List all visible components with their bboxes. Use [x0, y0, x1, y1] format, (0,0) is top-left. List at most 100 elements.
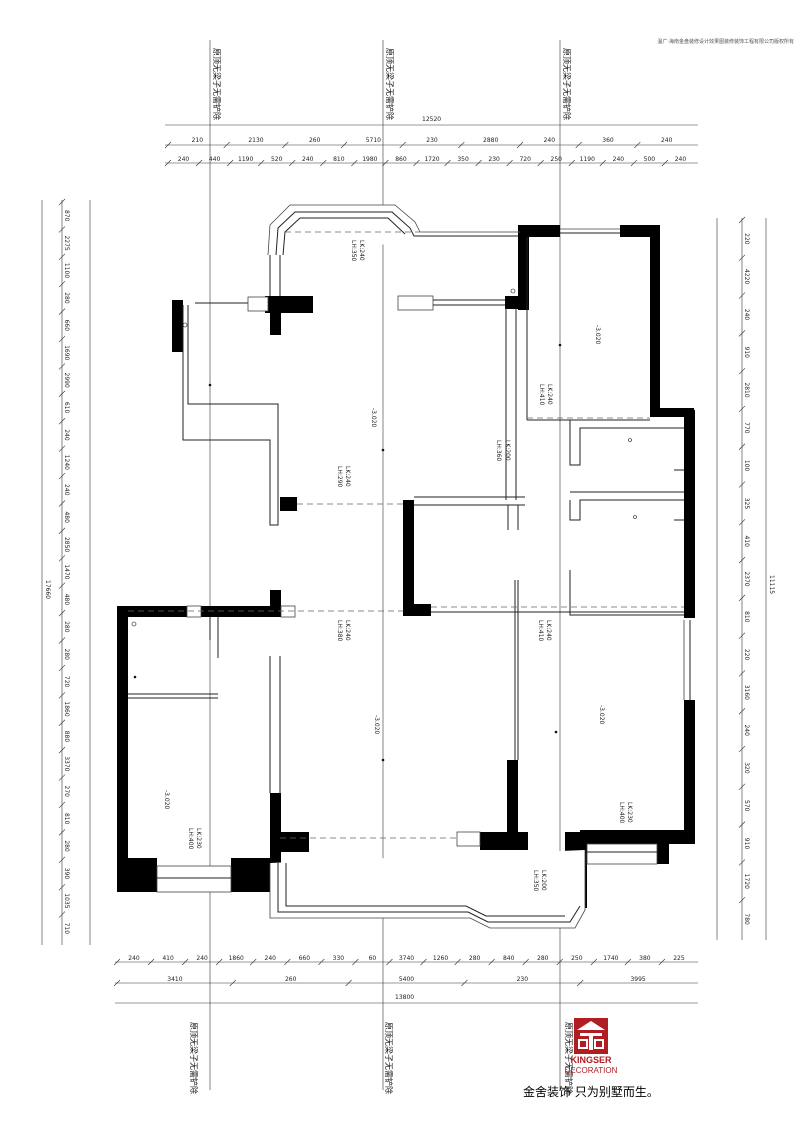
dimension-label: 3160 — [743, 685, 750, 700]
logo-text-kingser: KINGSER — [570, 1055, 612, 1065]
dimension-label: 240 — [128, 955, 140, 962]
dimension-label: 240 — [178, 156, 190, 163]
dimension-label: 810 — [743, 611, 750, 623]
dimension-tick — [58, 911, 66, 918]
dimension-tick — [58, 418, 66, 425]
interior-lines — [128, 204, 691, 929]
dimension-label: 280 — [469, 955, 481, 962]
dimension-label: 770 — [743, 422, 750, 434]
dimension-tick — [58, 555, 66, 562]
lh-right-window: LH:400 — [618, 802, 625, 824]
dimension-label: 360 — [602, 137, 614, 144]
beam-note-top-left: 原顶无梁子无需铲除 — [212, 48, 222, 120]
dimension-tick — [738, 821, 746, 828]
dimension-label: 240 — [675, 156, 687, 163]
dimension-label: 3995 — [630, 976, 645, 983]
dimension-label: 1100 — [63, 263, 70, 278]
lh-living: LH:350 — [350, 240, 357, 262]
elev-right-bedroom: -3.020 — [598, 705, 605, 725]
dimension-tick — [738, 859, 746, 866]
dimension-label: 1470 — [63, 564, 70, 579]
dimension-tick — [738, 292, 746, 299]
dimension-label: 240 — [661, 137, 673, 144]
dimension-label: 660 — [299, 955, 311, 962]
dimension-tick — [58, 746, 66, 754]
dimension-tick — [229, 979, 237, 987]
dimension-tick — [340, 141, 348, 149]
dimension-tick — [250, 958, 257, 966]
dimension-tick — [475, 159, 482, 167]
dimension-tick — [58, 774, 66, 781]
dimension-label: 3740 — [399, 955, 414, 962]
dimension-label: 240 — [544, 137, 556, 144]
dimension-label: 1980 — [362, 156, 377, 163]
dimension-tick — [658, 958, 666, 966]
lk-left-hall: LK:240 — [344, 466, 351, 487]
dimension-tick — [58, 335, 66, 343]
dimension-tick — [58, 472, 66, 480]
lk-bay: LK:200 — [540, 870, 547, 891]
dimension-label: 480 — [63, 511, 70, 523]
dimension-tick — [444, 159, 451, 167]
dimension-tick — [284, 958, 291, 966]
dimension-tick — [506, 159, 513, 167]
dimension-label: 520 — [271, 156, 283, 163]
dimension-label: 440 — [209, 156, 221, 163]
dimension-label: 260 — [309, 137, 321, 144]
brand-slogan: 金舍装饰 只为别墅而生。 — [523, 1085, 659, 1099]
dimension-label: 2850 — [63, 537, 70, 552]
dimension-label: 410 — [162, 955, 174, 962]
beam-note-lines — [209, 40, 561, 1090]
dimension-label: 810 — [333, 156, 345, 163]
dimension-tick — [58, 883, 66, 891]
beam-dashed-lines — [128, 231, 684, 839]
dimension-label: 240 — [63, 484, 70, 496]
dimension-tick — [624, 958, 632, 966]
dimension-tick — [58, 637, 66, 644]
dimension-label: 2990 — [63, 373, 70, 388]
dimension-tick — [413, 159, 420, 167]
dimension-label: 860 — [395, 156, 407, 163]
dimension-tick — [226, 159, 234, 167]
dimension-tick — [461, 979, 468, 987]
dimension-tick — [522, 958, 529, 966]
dimension-label: 910 — [743, 838, 750, 850]
beam-note-bottom-mid: 原顶无梁子无需铲除 — [384, 1022, 394, 1094]
dimension-tick — [738, 708, 746, 715]
lh-master: LH:410 — [538, 384, 545, 406]
dimension-label: 1860 — [63, 701, 70, 716]
dimension-label: 710 — [63, 923, 70, 935]
lk-dining: LK:240 — [344, 620, 351, 641]
dimension-label: 880 — [63, 731, 70, 743]
dimension-label: 250 — [571, 955, 583, 962]
elev-left-bedroom: -3.020 — [163, 790, 170, 810]
dim-right-total: 11115 — [768, 575, 775, 594]
dimension-tick — [590, 958, 598, 966]
dimension-label: 240 — [743, 309, 750, 321]
dimension-label: 660 — [63, 320, 70, 332]
dimension-label: 1690 — [63, 345, 70, 360]
dimension-label: 330 — [333, 955, 345, 962]
lk-left-bedroom: LK:230 — [195, 828, 202, 849]
dimension-tick — [58, 281, 66, 288]
dimension-tick — [738, 367, 746, 375]
beam-note-bottom-left: 原顶无梁子无需铲除 — [189, 1022, 199, 1094]
dimension-tick — [58, 253, 66, 261]
dimension-tick — [58, 198, 66, 206]
dimension-tick — [738, 330, 746, 337]
dimension-tick — [568, 159, 575, 167]
dimension-label: 3370 — [63, 756, 70, 771]
dimension-label: 570 — [743, 800, 750, 812]
dimension-tick — [58, 719, 66, 726]
room-labels: LK:240 LH:350 -3.020 LK:240 LH:410 -3.02… — [163, 240, 633, 892]
dimension-label: 280 — [63, 648, 70, 660]
dimension-label: 1190 — [238, 156, 253, 163]
elev-dining: -3.020 — [373, 715, 380, 735]
dimension-tick — [289, 159, 296, 167]
dimension-tick — [345, 979, 352, 987]
dimension-label: 480 — [63, 594, 70, 606]
dimension-tick — [630, 159, 638, 167]
elev-living: -3.020 — [370, 408, 377, 428]
dimension-tick — [738, 405, 746, 413]
dimension-tick — [58, 390, 66, 398]
